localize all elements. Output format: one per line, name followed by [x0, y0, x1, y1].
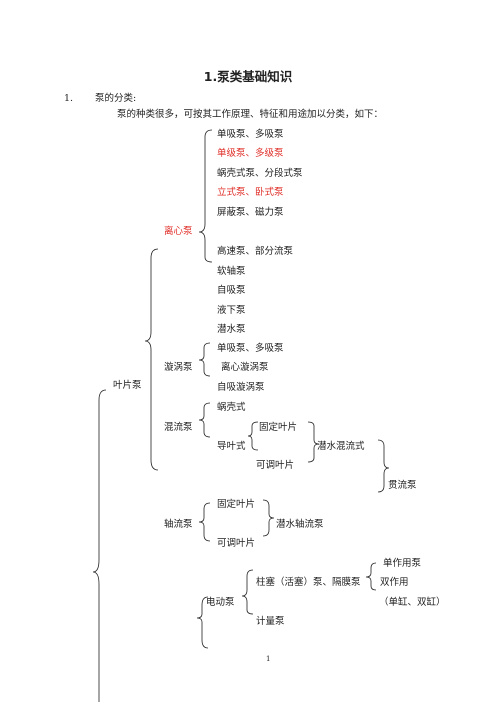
centrifugal-item: 单吸泵、多吸泵: [217, 129, 284, 140]
pump-type: 潜水泵: [217, 324, 246, 335]
mixed-fixed-blade: 固定叶片: [259, 422, 298, 433]
mixed-blade-brace: [247, 421, 259, 451]
cylinder-note: （单缸、双缸）: [379, 597, 446, 608]
mixed-submersible: 潜水混流式: [317, 441, 365, 452]
mixed-volute: 蜗壳式: [217, 402, 246, 413]
axial-submersible: 潜水轴流泵: [276, 519, 324, 530]
centrifugal-item: 单级泵、多级泵: [217, 148, 284, 159]
mixed-adjustable-blade: 可调叶片: [256, 460, 295, 471]
axial-fixed-blade: 固定叶片: [217, 499, 256, 510]
intro-text: 泵的种类很多，可按其工作原理、特征和用途加以分类，如下：: [117, 109, 384, 120]
mixed-submersible-brace: [307, 421, 320, 463]
tubular-pump: 贯流泵: [388, 480, 417, 491]
electric-brace: [196, 596, 209, 649]
axial-adjustable-blade: 可调叶片: [217, 538, 256, 549]
pump-type: 自吸泵: [217, 285, 246, 296]
vane-main-brace: [92, 389, 107, 702]
centrifugal-item: 屏蔽泵、磁力泵: [217, 207, 284, 218]
mixed-brace: [198, 402, 211, 438]
mixed-label: 混流泵: [164, 422, 193, 433]
centrifugal-item: 立式泵、卧式泵: [217, 187, 284, 198]
vane-sub-brace: [144, 248, 159, 471]
acting-brace: [365, 562, 377, 591]
centrifugal-label: 离心泵: [164, 226, 193, 237]
axial-label: 轴流泵: [164, 519, 193, 530]
metering-pump: 计量泵: [256, 616, 285, 627]
pump-type: 液下泵: [217, 305, 246, 316]
section-number: 1.: [64, 93, 74, 104]
axial-brace: [198, 502, 211, 542]
tubular-brace: [377, 439, 390, 493]
centrifugal-item: 高速泵、部分流泵: [217, 246, 294, 257]
axial-submersible-brace: [262, 499, 275, 537]
centrifugal-item: 蜗壳式泵、分段式泵: [217, 168, 303, 179]
vortex-item: 单吸泵、多吸泵: [217, 343, 284, 354]
double-acting: 双作用: [380, 577, 409, 588]
mixed-guide-vane: 导叶式: [217, 441, 246, 452]
centrifugal-brace: [198, 129, 213, 263]
page-title: 1.泵类基础知识: [203, 69, 293, 84]
electric-label: 电动泵: [206, 597, 235, 608]
vortex-item: 自吸漩涡泵: [217, 382, 265, 393]
single-acting: 单作用泵: [383, 558, 422, 569]
page-number: 1: [266, 655, 271, 663]
piston-pump: 柱塞（活塞）泵、隔膜泵: [256, 577, 361, 588]
piston-brace: [241, 569, 254, 615]
vane-pump-label: 叶片泵: [113, 380, 142, 391]
vortex-item: 离心漩涡泵: [221, 362, 269, 373]
pump-type: 软轴泵: [217, 266, 246, 277]
section-label: 泵的分类:: [95, 93, 137, 104]
vortex-label: 漩涡泵: [164, 362, 193, 373]
vortex-brace: [198, 342, 211, 377]
